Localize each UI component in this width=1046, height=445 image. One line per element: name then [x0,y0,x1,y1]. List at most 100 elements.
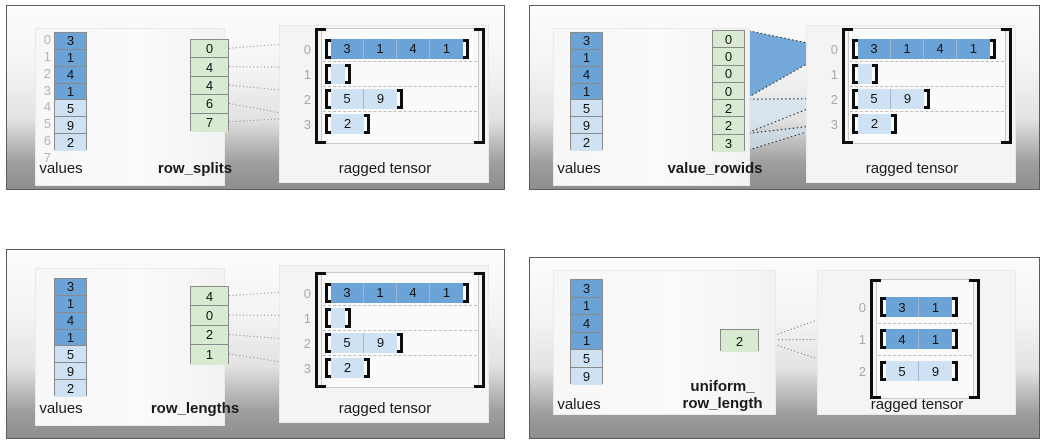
encoding-caption-row-lengths: row_lengths [150,400,240,417]
outer-bracket-left [315,28,326,144]
value-cell: 1 [571,49,602,67]
tensor-row [325,307,475,328]
empty-row-marker [858,63,872,84]
tensor-row-index: 3 [303,116,311,132]
encoding-cell: 7 [191,113,228,132]
value-cell: 5 [571,350,602,368]
outer-bracket-right [969,279,980,399]
tensor-cell: 4 [924,38,957,59]
row-bracket-left [852,38,858,59]
value-cell: 4 [55,312,86,330]
row-separator [323,111,477,112]
row-cells [858,63,872,84]
value-cell: 5 [571,100,602,118]
tensor-row: 2 [325,357,475,378]
row-separator [878,323,972,324]
encoding-cell: 2 [713,100,744,118]
tensor-cell: 1 [957,38,990,59]
row-bracket-left [852,113,858,134]
encoding-cell: 0 [713,31,744,49]
value-cell: 3 [55,279,86,296]
tensor-cell: 1 [919,297,952,317]
row-bracket-right [463,38,469,59]
row-bracket-left [325,357,331,378]
encoding-cell: 3 [713,134,744,153]
tensor-caption-uniform-row-length: ragged tensor [870,396,964,413]
values-caption-row-lengths: values [39,400,83,417]
row-separator [323,305,477,306]
row-separator [323,355,477,356]
row-bracket-left [325,282,331,303]
tensor-cell: 2 [331,357,364,378]
row-cells: 2 [331,113,364,134]
encoding-cell: 0 [713,48,744,66]
value-cell: 4 [571,66,602,84]
value-cell: 3 [571,33,602,50]
tensor-row-index: 3 [303,360,311,376]
tensor-row-index: 0 [858,300,866,315]
encoding-cell: 2 [191,325,228,346]
value-cell: 9 [55,363,86,381]
value-cell: 5 [55,100,86,118]
row-bracket-left [325,332,331,353]
tensor-cell: 5 [331,88,364,109]
encoding-cell: 0 [713,65,744,83]
encoding-cell: 2 [713,117,744,135]
row-bracket-right [952,361,958,381]
outer-bracket-left [870,279,881,399]
row-bracket-right [397,332,403,353]
value-cell: 2 [55,134,86,151]
tensor-cell: 1 [364,38,397,59]
value-cell: 9 [55,117,86,135]
tensor-cell: 3 [886,297,919,317]
value-cell: 2 [571,134,602,151]
outer-bracket-right [1001,28,1012,144]
tensor-row-index: 2 [303,91,311,107]
value-cell: 1 [571,297,602,315]
encoding-cell: 2 [721,330,758,352]
tensor-row [852,63,1002,84]
value-index-label: 1 [43,48,51,64]
row-bracket-left [325,88,331,109]
value-cell: 1 [571,83,602,101]
value-cell: 4 [55,66,86,84]
tensor-cell: 4 [397,38,430,59]
tensor-row-index: 2 [303,335,311,351]
tensor-cell: 9 [364,332,397,353]
tensor-row [325,63,475,84]
encoding-cell: 0 [191,306,228,326]
encoding-column-uniform-row-length: 2 [720,329,759,352]
tensor-cell: 9 [919,361,952,381]
encoding-cell: 4 [191,58,228,77]
tensor-cell: 5 [886,361,919,381]
encoding-cell: 6 [191,95,228,114]
value-index-label: 4 [43,99,51,115]
tensor-row-index: 1 [830,66,838,82]
outer-bracket-left [842,28,853,144]
tensor-cell: 1 [919,329,952,349]
tensor-cell: 4 [886,329,919,349]
row-bracket-left [325,38,331,59]
value-cell: 3 [55,33,86,50]
tensor-row: 2 [325,113,475,134]
tensor-caption-row-splits: ragged tensor [338,160,432,177]
value-cell: 1 [55,329,86,347]
tensor-row-index: 0 [303,41,311,57]
value-index-label: 7 [43,149,51,165]
encoding-cell: 4 [191,76,228,96]
